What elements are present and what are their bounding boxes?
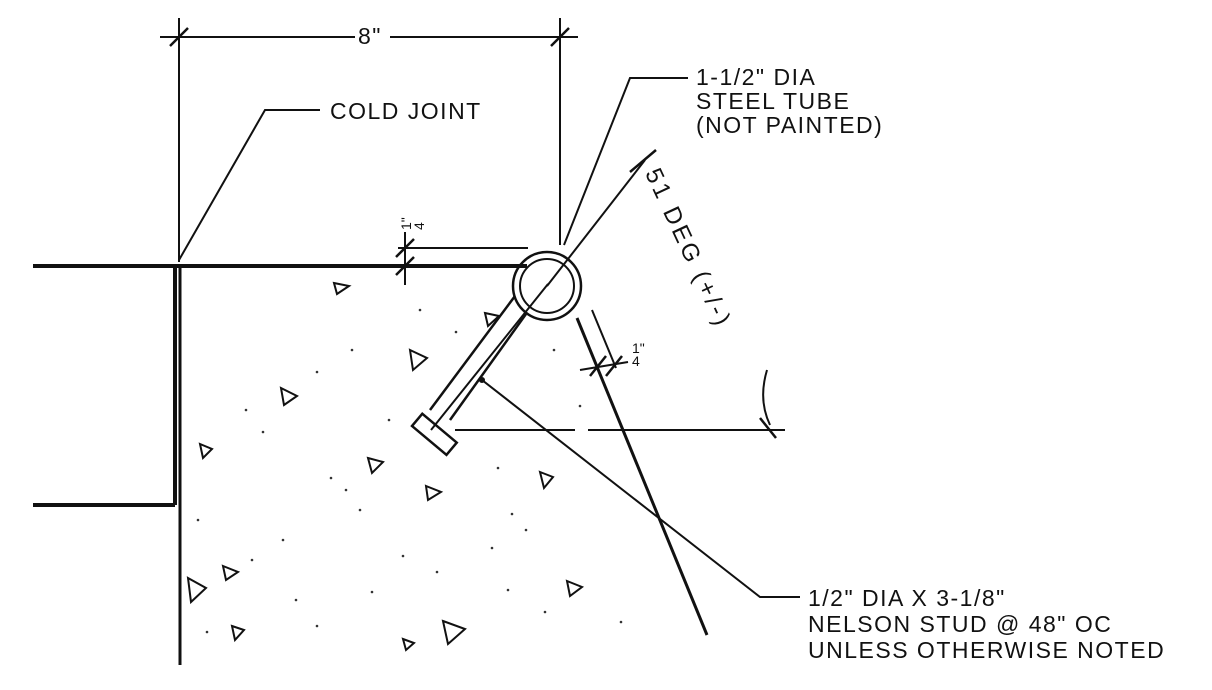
tube-label-line-3: (NOT PAINTED) (696, 112, 884, 138)
tube-label-line-1: 1-1/2" DIA (696, 64, 817, 90)
concrete-outline (33, 264, 527, 665)
concrete-hatch (186, 281, 585, 652)
edge-gap-label: 1" 4 (398, 217, 427, 230)
cold-joint-leader (178, 109, 320, 261)
angle-reference-lines (455, 149, 785, 439)
stud-label-line-1: 1/2" DIA X 3-1/8" (808, 585, 1006, 611)
concrete-dots (196, 308, 623, 634)
nelson-stud (410, 283, 549, 457)
steel-tube (511, 250, 583, 322)
stud-label-line-2: NELSON STUD @ 48" OC (808, 611, 1113, 637)
width-dimension-label: 8" (358, 23, 382, 49)
slot-gap-dimension (575, 309, 709, 636)
cold-joint-label: COLD JOINT (330, 98, 482, 124)
tube-label-line-2: STEEL TUBE (696, 88, 851, 114)
slot-gap-label: 1" 4 (632, 340, 645, 369)
stud-label-line-3: UNLESS OTHERWISE NOTED (808, 637, 1166, 663)
stud-leader (481, 379, 800, 598)
tube-leader (563, 77, 688, 246)
edge-gap-dimension (395, 232, 528, 285)
width-dimension (160, 18, 578, 262)
stud-leader-dot (479, 377, 485, 383)
